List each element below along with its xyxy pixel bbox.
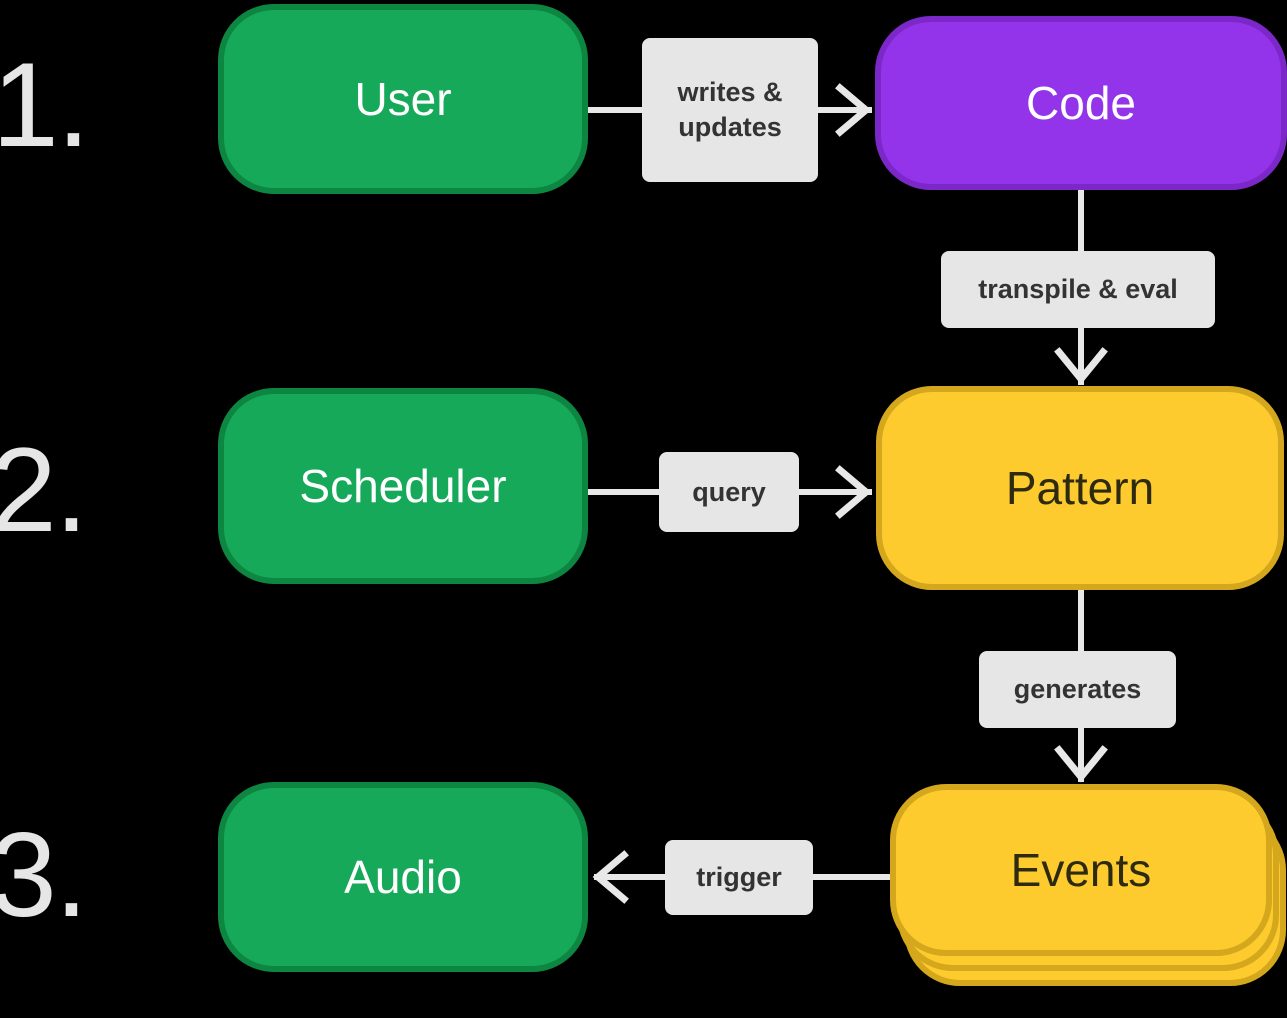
node-code[interactable]: Code	[875, 16, 1287, 190]
node-scheduler[interactable]: Scheduler	[218, 388, 588, 584]
edge-label-writes-updates: writes & updates	[642, 38, 818, 182]
node-pattern[interactable]: Pattern	[876, 386, 1284, 590]
node-events-stack-face: Events	[890, 784, 1272, 956]
node-scheduler-label: Scheduler	[299, 459, 507, 512]
node-events-label: Events	[1010, 844, 1152, 896]
edge-label-generates: generates	[979, 651, 1176, 728]
node-audio[interactable]: Audio	[218, 782, 588, 972]
node-pattern-label: Pattern	[1005, 461, 1155, 514]
step-number-2: 2.	[0, 423, 88, 557]
node-user-label: User	[354, 72, 452, 125]
step-number-3: 3.	[0, 808, 88, 942]
edge-label-transpile-eval: transpile & eval	[941, 251, 1215, 328]
edge-label-query: query	[659, 452, 799, 532]
node-code-label: Code	[1026, 76, 1136, 129]
step-number-1: 1.	[0, 38, 90, 172]
node-audio-label: Audio	[344, 850, 462, 903]
node-events[interactable]: Events	[890, 784, 1287, 1018]
node-user[interactable]: User	[218, 4, 588, 194]
edge-label-trigger: trigger	[665, 840, 813, 915]
